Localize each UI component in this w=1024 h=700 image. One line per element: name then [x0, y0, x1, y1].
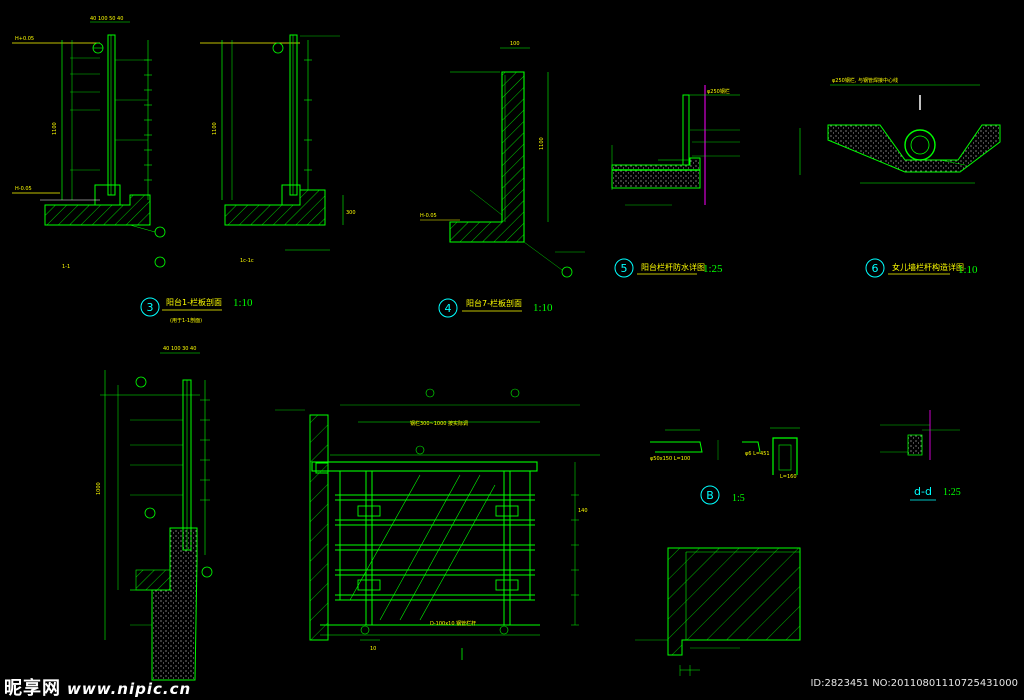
cut-label-1-1: 1-1: [62, 264, 70, 270]
detail-dd-title: d-d: [914, 485, 932, 498]
detail-4-top-dim: 100: [510, 41, 520, 47]
detail-b-number: B: [706, 489, 714, 502]
detail-3-number: 3: [147, 301, 154, 314]
detail-4-number: 4: [445, 302, 452, 315]
rail-height-dim-2: 1100: [212, 122, 218, 135]
elev-bottom-label: H-0.05: [15, 186, 32, 192]
pitch-dim: 140: [578, 508, 588, 514]
detail-3-section-1c-1c: 1100 300 1c-1c: [200, 34, 356, 264]
detail-3-scale: 1:10: [233, 297, 253, 309]
detail-5-note: φ250钢栏: [707, 88, 730, 95]
detail-5-title: 阳台栏杆防水详图: [641, 262, 705, 272]
lower-right-wall-section: [635, 547, 801, 676]
detail-4-caption: 4 阳台7-栏板剖面 1:10: [438, 298, 553, 318]
detail-5-waterproof: φ250钢栏: [611, 85, 740, 206]
detail-3-title: 阳台1-栏板剖面: [166, 297, 222, 307]
detail-6-note: φ250钢栏, 与钢管焊接中心线: [832, 77, 898, 84]
top-dims: 40 100 50 40: [90, 16, 123, 22]
b-dim-right: L=160: [780, 474, 797, 480]
railing-elevation: 钢栏300~1000 按实际调: [275, 388, 600, 660]
detail-6-caption: 6 女儿墙栏杆构造详图 1:10: [865, 258, 978, 278]
detail-3-subtitle: (用于1-1剖面): [170, 317, 202, 324]
watermark-logo-text: 昵享网: [4, 678, 61, 699]
elev-top-label: H+0.05: [15, 36, 34, 42]
detail-5-scale: 1:25: [703, 263, 723, 275]
detail-dd-scale: 1:25: [943, 487, 961, 498]
detail-4-elev: H-0.05: [420, 213, 437, 219]
rail-height-dim: 1100: [52, 122, 58, 135]
detail-4-scale: 1:10: [533, 302, 553, 314]
detail-4-title: 阳台7-栏板剖面: [466, 298, 522, 308]
detail-5-number: 5: [621, 262, 628, 275]
detail-6-parapet: φ250钢栏, 与钢管焊接中心线: [799, 77, 1001, 184]
detail-b: φ50x150 L=100 φ6 L=451 L=160 B 1:5: [650, 427, 800, 505]
watermark-id: ID:2823451 NO:20110801110725431000: [810, 678, 1018, 689]
b-dim-left: φ50x150 L=100: [650, 456, 690, 462]
lower-left-rail-section: 40 100 30 40 1000: [96, 346, 213, 681]
detail-3-section-1-1: H+0.05 H-0.05 1100 40 100 50 40: [12, 16, 166, 270]
watermark-url: www.nipic.cn: [67, 680, 192, 698]
detail-6-number: 6: [872, 262, 879, 275]
detail-6-title: 女儿墙栏杆构造详图: [892, 262, 964, 272]
watermark-footer: 昵享网 www.nipic.cn ID:2823451 NO:2011080111…: [0, 672, 1024, 699]
bottom-note: D-100x10 钢管栏杆: [430, 620, 476, 627]
lower-top-dims: 40 100 30 40: [163, 346, 196, 352]
detail-4-section: 100 1100 H-0.05: [420, 41, 585, 278]
detail-d-d: d-d 1:25: [880, 410, 961, 501]
detail-5-caption: 5 阳台栏杆防水详图 1:25: [614, 258, 723, 278]
lower-height: 1000: [96, 482, 102, 495]
b-dim-mid: φ6 L=451: [745, 451, 770, 457]
base-dim: 10: [370, 646, 376, 652]
detail-b-scale: 1:5: [732, 493, 745, 504]
spacing-note: 钢栏300~1000 按实际调: [410, 420, 468, 427]
slab-dim: 300: [346, 210, 356, 216]
watermark-logo: 昵享网 www.nipic.cn: [4, 674, 191, 700]
detail-4-height: 1100: [539, 137, 545, 150]
cut-label-1c: 1c-1c: [240, 258, 254, 264]
detail-3-caption: 3 阳台1-栏板剖面 (用于1-1剖面) 1:10: [140, 297, 253, 324]
detail-6-scale: 1:10: [958, 264, 978, 276]
